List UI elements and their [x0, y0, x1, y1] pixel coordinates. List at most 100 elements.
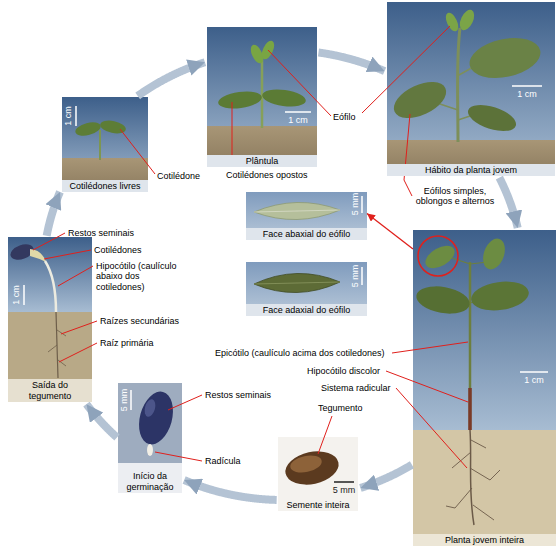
abaxial-leaf-photo: [246, 192, 367, 240]
scale-bar: [512, 85, 542, 87]
seedling-stem: [261, 58, 264, 128]
photo-panel: Saída do tegumento: [8, 237, 92, 402]
scale-label: 1 cm: [288, 115, 308, 125]
cycle-arrow: [47, 192, 60, 236]
radicle: [147, 444, 153, 456]
eophyll: [457, 7, 477, 32]
cycle-arrow: [318, 52, 384, 71]
scale-bar: [361, 196, 363, 213]
scale-bar: [361, 267, 363, 285]
callout-label: Raízes secundárias: [100, 316, 179, 326]
highlight-circle: [418, 236, 458, 276]
root-system: [470, 430, 474, 525]
photo-panel: Face abaxial do eófilo: [246, 192, 367, 240]
soil: [8, 312, 92, 402]
hypocotyl: [468, 388, 472, 430]
eophyll: [479, 236, 509, 273]
cycle-arrow: [138, 62, 205, 96]
leaf-midrib: [254, 210, 340, 212]
callout-label: Cotilédone: [157, 171, 200, 181]
seed-highlight: [289, 453, 324, 475]
scale-bar: [334, 481, 354, 483]
panel-caption: Face abaxial do eófilo: [246, 228, 367, 240]
scale-bar: [23, 285, 25, 305]
photo-background: [8, 237, 92, 312]
leaf: [466, 32, 544, 84]
panel-caption: Face adaxial do eófilo: [246, 304, 367, 316]
germination-photo: [118, 383, 182, 493]
photo-background: [118, 383, 182, 463]
leader-line: [61, 321, 97, 334]
photo-background: [387, 2, 555, 176]
callout-label: Cotilédones opostos: [226, 170, 308, 180]
scale-label: 1 cm: [517, 89, 537, 99]
leaf: [254, 273, 340, 292]
seedling-stem: [99, 130, 101, 160]
leader-line: [318, 416, 332, 454]
scale-bar: [285, 111, 311, 113]
plant-stem: [458, 28, 461, 142]
leader-line: [168, 395, 202, 410]
photo-panel: Plântula: [207, 27, 317, 167]
whole-young-plant-photo: [413, 230, 556, 546]
adaxial-leaf-photo: [246, 262, 367, 316]
leaf: [388, 75, 451, 126]
scale-label: 5 mm: [333, 485, 356, 495]
leaf-midrib: [254, 282, 340, 284]
callout-label: Hipocótilo discolor: [307, 366, 380, 376]
leader-line: [155, 452, 202, 461]
panel-caption: Hábito da planta jovem: [387, 164, 555, 176]
callout-label: Eófilos simples, oblongos e alternos: [414, 186, 496, 207]
panel-caption: Cotilédones livres: [62, 180, 148, 192]
young-plant-photo: [387, 2, 555, 176]
callout-label: Raíz primária: [100, 338, 154, 348]
cotyledon: [261, 87, 307, 109]
leader-line: [58, 266, 93, 286]
soil: [413, 430, 556, 546]
leader-line: [268, 50, 331, 116]
seedling-photo: [207, 27, 317, 167]
scale-label: 5 mm: [119, 389, 129, 412]
pointer-arrow: [367, 214, 413, 249]
photo-background: [62, 97, 148, 192]
photo-panel: Cotilédones livres: [62, 97, 148, 192]
free-cotyledons-photo: [62, 97, 148, 192]
cycle-arrow: [184, 480, 276, 500]
scale-label: 5 mm: [350, 265, 360, 288]
scale-label: 1 cm: [524, 375, 544, 385]
leader-line: [386, 371, 468, 402]
photo-background: [246, 262, 367, 316]
scale-label: 1 cm: [11, 285, 21, 305]
leader-line: [59, 343, 97, 362]
seed: [134, 388, 179, 448]
cotyledon: [74, 120, 102, 138]
callout-label: Epicótilo (caulículo acima dos cotiledon…: [215, 348, 385, 358]
scale-label: 1 cm: [63, 106, 73, 126]
leaf: [465, 100, 519, 136]
callout-label: Restos seminais: [205, 390, 271, 400]
callout-label: Sistema radicular: [321, 383, 391, 393]
cotyledon: [30, 249, 46, 262]
seed-highlight: [143, 398, 157, 418]
scale-bar: [130, 390, 132, 410]
cycle-arrow: [86, 404, 116, 437]
callout-label: Hipocótilo (caulículo abaixo dos cotiled…: [96, 261, 180, 292]
cycle-arrow: [499, 178, 517, 228]
panel-background: [118, 383, 182, 493]
callout-label: Eófilo: [333, 112, 356, 122]
panel-caption: Plântula: [207, 155, 317, 167]
photo-panel: Face adaxial do eófilo: [246, 262, 367, 316]
soil: [62, 158, 148, 192]
cotyledon: [414, 283, 472, 318]
leader-line: [44, 250, 91, 259]
photo-panel: Planta jovem inteira: [413, 230, 556, 546]
soil: [387, 140, 555, 176]
scale-label: 5 mm: [350, 193, 360, 216]
cotyledon: [217, 89, 263, 111]
leader-line: [404, 114, 412, 196]
scale-bar: [75, 106, 77, 126]
scale-bar: [520, 371, 548, 373]
